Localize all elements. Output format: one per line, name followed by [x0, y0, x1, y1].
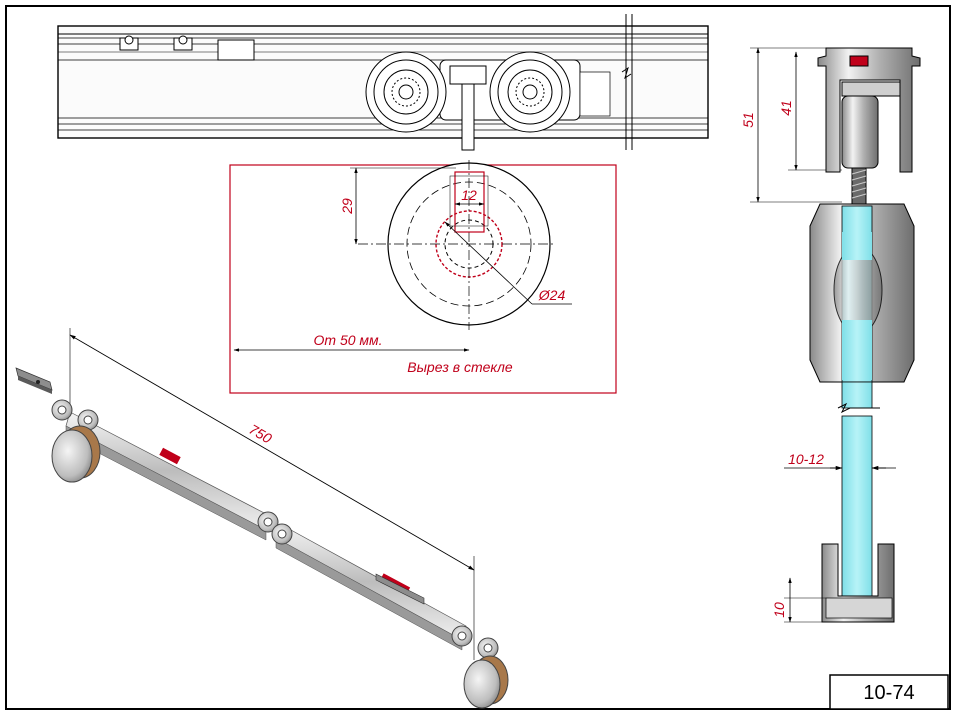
dim-29-label: 29: [339, 198, 355, 215]
glass-cutout-label: Вырез в стекле: [407, 359, 513, 375]
dim-41-label: 41: [778, 100, 794, 116]
dim-d24-label: Ø24: [538, 287, 566, 303]
sheet-border: [5, 5, 951, 710]
glass-cutout-detail: 29 12 Ø24 От 50 мм. Вырез в стекле: [229, 160, 617, 394]
rail-side-view: [57, 14, 709, 151]
isometric-assembly: 750: [15, 328, 509, 709]
bracket-icon: [119, 35, 255, 61]
dim-10-12-label: 10-12: [788, 451, 824, 467]
dim-10-label: 10: [771, 602, 787, 618]
dim-750-label: 750: [246, 421, 274, 447]
from-50-label: От 50 мм.: [314, 332, 383, 348]
roller-icon: [365, 51, 571, 133]
dim-12-label: 12: [461, 187, 477, 203]
glass-panel-icon: [837, 381, 880, 599]
section-view: 51 41: [740, 47, 921, 623]
dim-51-label: 51: [740, 112, 756, 128]
drawing-code: 10-74: [863, 682, 914, 704]
title-block: 10-74: [829, 674, 949, 710]
